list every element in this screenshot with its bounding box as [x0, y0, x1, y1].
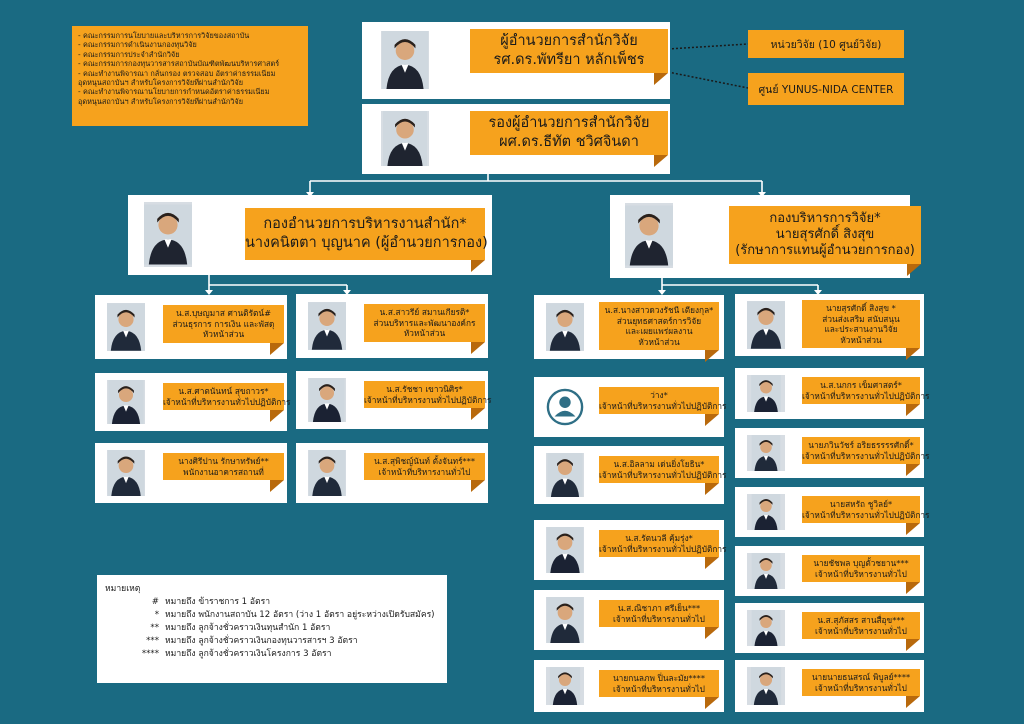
staff-photo: [308, 378, 346, 422]
person-icon: [546, 597, 584, 643]
staff-label: นายนายธนสรณ์ พิบูลย์****เจ้าหน้าที่บริหา…: [802, 669, 920, 708]
staff-label: นายชัชพล บุญตั้วชยาน***เจ้าหน้าที่บริหาร…: [802, 555, 920, 594]
director-label: ผู้อำนวยการสำนักวิจัย รศ.ดร.พัทรียา หลัก…: [470, 29, 668, 85]
person-icon: [751, 610, 781, 646]
left-division-photo: [144, 202, 192, 267]
legend-row: **หมายถึง ลูกจ้างชั่วคราวเงินทุนสำนัก 1 …: [150, 623, 331, 633]
staff-label: น.ส.นางสาวดวงรัชนี เตียงกุล*ส่วนยุทธศาสต…: [599, 302, 719, 362]
staff-photo: [546, 667, 584, 705]
director-photo: [381, 31, 429, 89]
staff-label: นายสุรศักดิ์ สิงสุข *ส่วนส่งเสริม สนับสน…: [802, 300, 920, 360]
staff-photo: [107, 303, 145, 351]
staff-label: น.ส.บุษญมาส ศานติรัตน์#ส่วนธุรการ การเงิ…: [163, 305, 284, 355]
research-unit-box: หน่วยวิจัย (10 ศูนย์วิจัย): [748, 30, 904, 58]
person-icon: [108, 380, 144, 424]
person-icon: [309, 378, 345, 422]
committee-item: อุดหนุนสถาบันฯ สำหรับโครงการวิจัยที่ผ่าน…: [78, 78, 243, 88]
staff-photo: [747, 301, 785, 349]
staff-photo: [546, 597, 584, 643]
staff-photo: [107, 450, 145, 496]
deputy-photo: [381, 111, 429, 166]
staff-photo: [308, 450, 346, 496]
person-icon: [308, 302, 346, 350]
staff-photo: [747, 435, 785, 471]
staff-label: น.ส.นกกร เข็มศาสตร์*เจ้าหน้าที่บริหารงาน…: [802, 377, 930, 416]
legend-title: หมายเหตุ: [105, 584, 141, 594]
committee-item: - คณะทำงานพิจารณานโยบายการกำหนดอัตราค่าธ…: [78, 87, 270, 97]
staff-label: น.ส.สุพิชญ์นันท์ ตั้งจันทร์***เจ้าหน้าที…: [364, 453, 485, 492]
committee-item: - คณะกรรมการประจำสำนักวิจัย: [78, 49, 180, 59]
person-icon: [625, 205, 673, 266]
yunus-center-box: ศูนย์ YUNUS-NIDA CENTER: [748, 73, 904, 105]
committee-item: - คณะทำงานพิจารณา กลั่นกรอง ตรวจสอบ อัตร…: [78, 68, 276, 78]
person-icon: [383, 111, 427, 166]
legend-row: #หมายถึง ข้าราชการ 1 อัตรา: [151, 597, 271, 607]
staff-label: น.ส.สาวรีย์ สมานเกียรติ*ส่วนบริหารและพัฒ…: [364, 304, 485, 354]
staff-label: นายกนลภพ ปิ่นละมัย****เจ้าหน้าที่บริหารง…: [599, 670, 719, 709]
person-icon: [546, 303, 584, 351]
committee-item: - คณะกรรมการกองทุนวารสารสถาบันบัณฑิตพัฒน…: [78, 59, 280, 69]
staff-label: น.ส.ศาตนันทน์ สุขถาวร*เจ้าหน้าที่บริหารง…: [163, 383, 291, 422]
person-icon: [144, 204, 192, 265]
person-icon: [107, 303, 145, 351]
staff-label: น.ส.อิลลาม เด่นยิ่งโยธิน*เจ้าหน้าที่บริห…: [599, 456, 727, 495]
legend-row: *หมายถึง พนักงานสถาบัน 12 อัตรา (ว่าง 1 …: [154, 610, 435, 620]
person-icon: [546, 527, 584, 573]
person-icon: [549, 667, 581, 705]
committee-item: - คณะกรรมการดำเนินงานกองทุนวิจัย: [78, 40, 197, 50]
staff-label: น.ส.สุภัสสร สานสื่อุข***เจ้าหน้าที่บริหา…: [802, 612, 920, 651]
person-icon: [381, 31, 429, 89]
committee-item: อุดหนุนสถาบันฯ สำหรับโครงการวิจัยที่ผ่าน…: [78, 96, 243, 106]
legend-row: ****หมายถึง ลูกจ้างชั่วคราวเงินโครงการ 3…: [141, 649, 332, 659]
person-icon: [750, 667, 782, 705]
staff-photo: [747, 375, 785, 412]
person-icon: [747, 301, 785, 349]
left-division-label: กองอำนวยการบริหารงานสำนัก* นางคนิตตา บุญ…: [245, 208, 488, 272]
staff-label: น.ส.ณิชาภา ศรีเย็น***เจ้าหน้าที่บริหารงา…: [599, 600, 719, 639]
staff-photo: [747, 494, 785, 530]
committee-list: - คณะกรรมการนโยบายและบริหารการวิจัยของสถ…: [72, 26, 308, 126]
staff-label: ว่าง*เจ้าหน้าที่บริหารงานทั่วไปปฏิบัติกา…: [599, 387, 727, 426]
staff-photo: [747, 610, 785, 646]
person-icon: [547, 453, 583, 497]
person-icon: [751, 494, 781, 530]
staff-photo: [546, 527, 584, 573]
staff-photo: [546, 453, 584, 497]
deputy-label: รองผู้อำนวยการสำนักวิจัย ผศ.ดร.ธีทัต ชวิ…: [470, 111, 668, 167]
staff-photo: [546, 303, 584, 351]
staff-label: น.ส.รัตนวลี คุ้มรุ่ง*เจ้าหน้าที่บริหารงา…: [599, 530, 727, 569]
staff-label: นางศิรีปาน รักษาทรัพย์**พนักงานอาคารสถาน…: [163, 453, 284, 492]
committee-item: - คณะกรรมการนโยบายและบริหารการวิจัยของสถ…: [78, 31, 250, 40]
person-icon: [107, 450, 145, 496]
right-division-label: กองบริหารการวิจัย* นายสุรศักดิ์ สิงสุข (…: [729, 206, 921, 276]
person-icon: [751, 375, 781, 412]
staff-photo: [107, 380, 145, 424]
staff-photo: [747, 667, 785, 705]
right-division-photo: [625, 203, 673, 268]
person-icon: [308, 450, 346, 496]
legend-box: หมายเหตุ #หมายถึง ข้าราชการ 1 อัตรา *หมาย…: [97, 575, 447, 683]
staff-photo: [308, 302, 346, 350]
staff-photo: [747, 553, 785, 589]
person-icon: [751, 435, 781, 471]
staff-label: น.ส.รัชชา เขาวนิศิร*เจ้าหน้าที่บริหารงาน…: [364, 381, 492, 420]
legend-row: ***หมายถึง ลูกจ้างชั่วคราวเงินกองทุนวารส…: [146, 636, 358, 646]
staff-label: นายภวินวัชร์ อริยธรรรรศักดิ์*เจ้าหน้าที่…: [802, 437, 930, 476]
staff-photo: [546, 384, 584, 430]
staff-label: นายสหรัถ ชูวิลย์*เจ้าหน้าที่บริหารงานทั่…: [802, 496, 930, 535]
user-placeholder-icon: [546, 388, 584, 426]
person-icon: [751, 553, 781, 589]
